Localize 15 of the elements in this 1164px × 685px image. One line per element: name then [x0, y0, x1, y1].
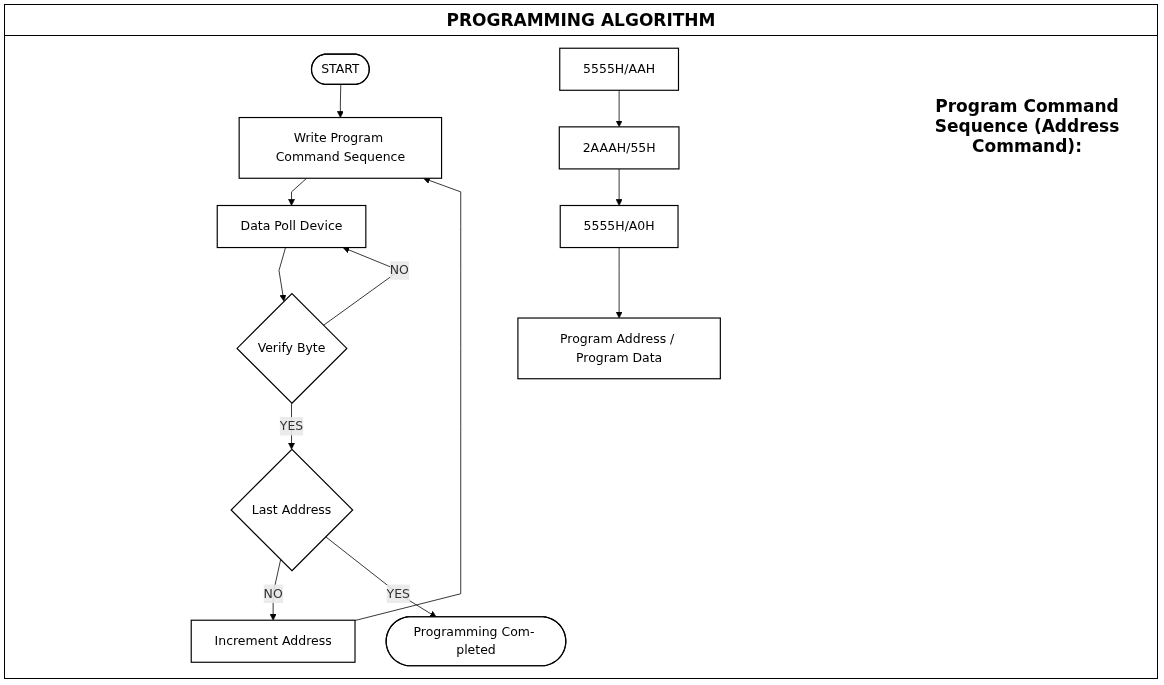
- edge-label: YES: [280, 418, 304, 434]
- edge-label: NO: [390, 262, 410, 278]
- node-box: Write Program Command Sequence: [238, 116, 443, 179]
- edge-label: NO: [263, 585, 283, 601]
- edge-label: YES: [386, 585, 411, 601]
- node-diamond: Verify Byte: [236, 292, 348, 405]
- heading-text: Program Command Sequence (Address Command):: [933, 96, 1121, 156]
- node-box: Increment Address: [190, 619, 356, 663]
- node-box: Program Address / Program Data: [517, 317, 722, 380]
- node-box: 5555H/AAH: [559, 47, 680, 91]
- node-box: 2AAAH/55H: [558, 126, 680, 170]
- node-box: Data Poll Device: [216, 204, 367, 249]
- node-diamond: Last Address: [230, 448, 354, 572]
- diagram-title: PROGRAMMING ALGORITHM: [5, 5, 1157, 36]
- node-box: 5555H/A0H: [559, 204, 679, 249]
